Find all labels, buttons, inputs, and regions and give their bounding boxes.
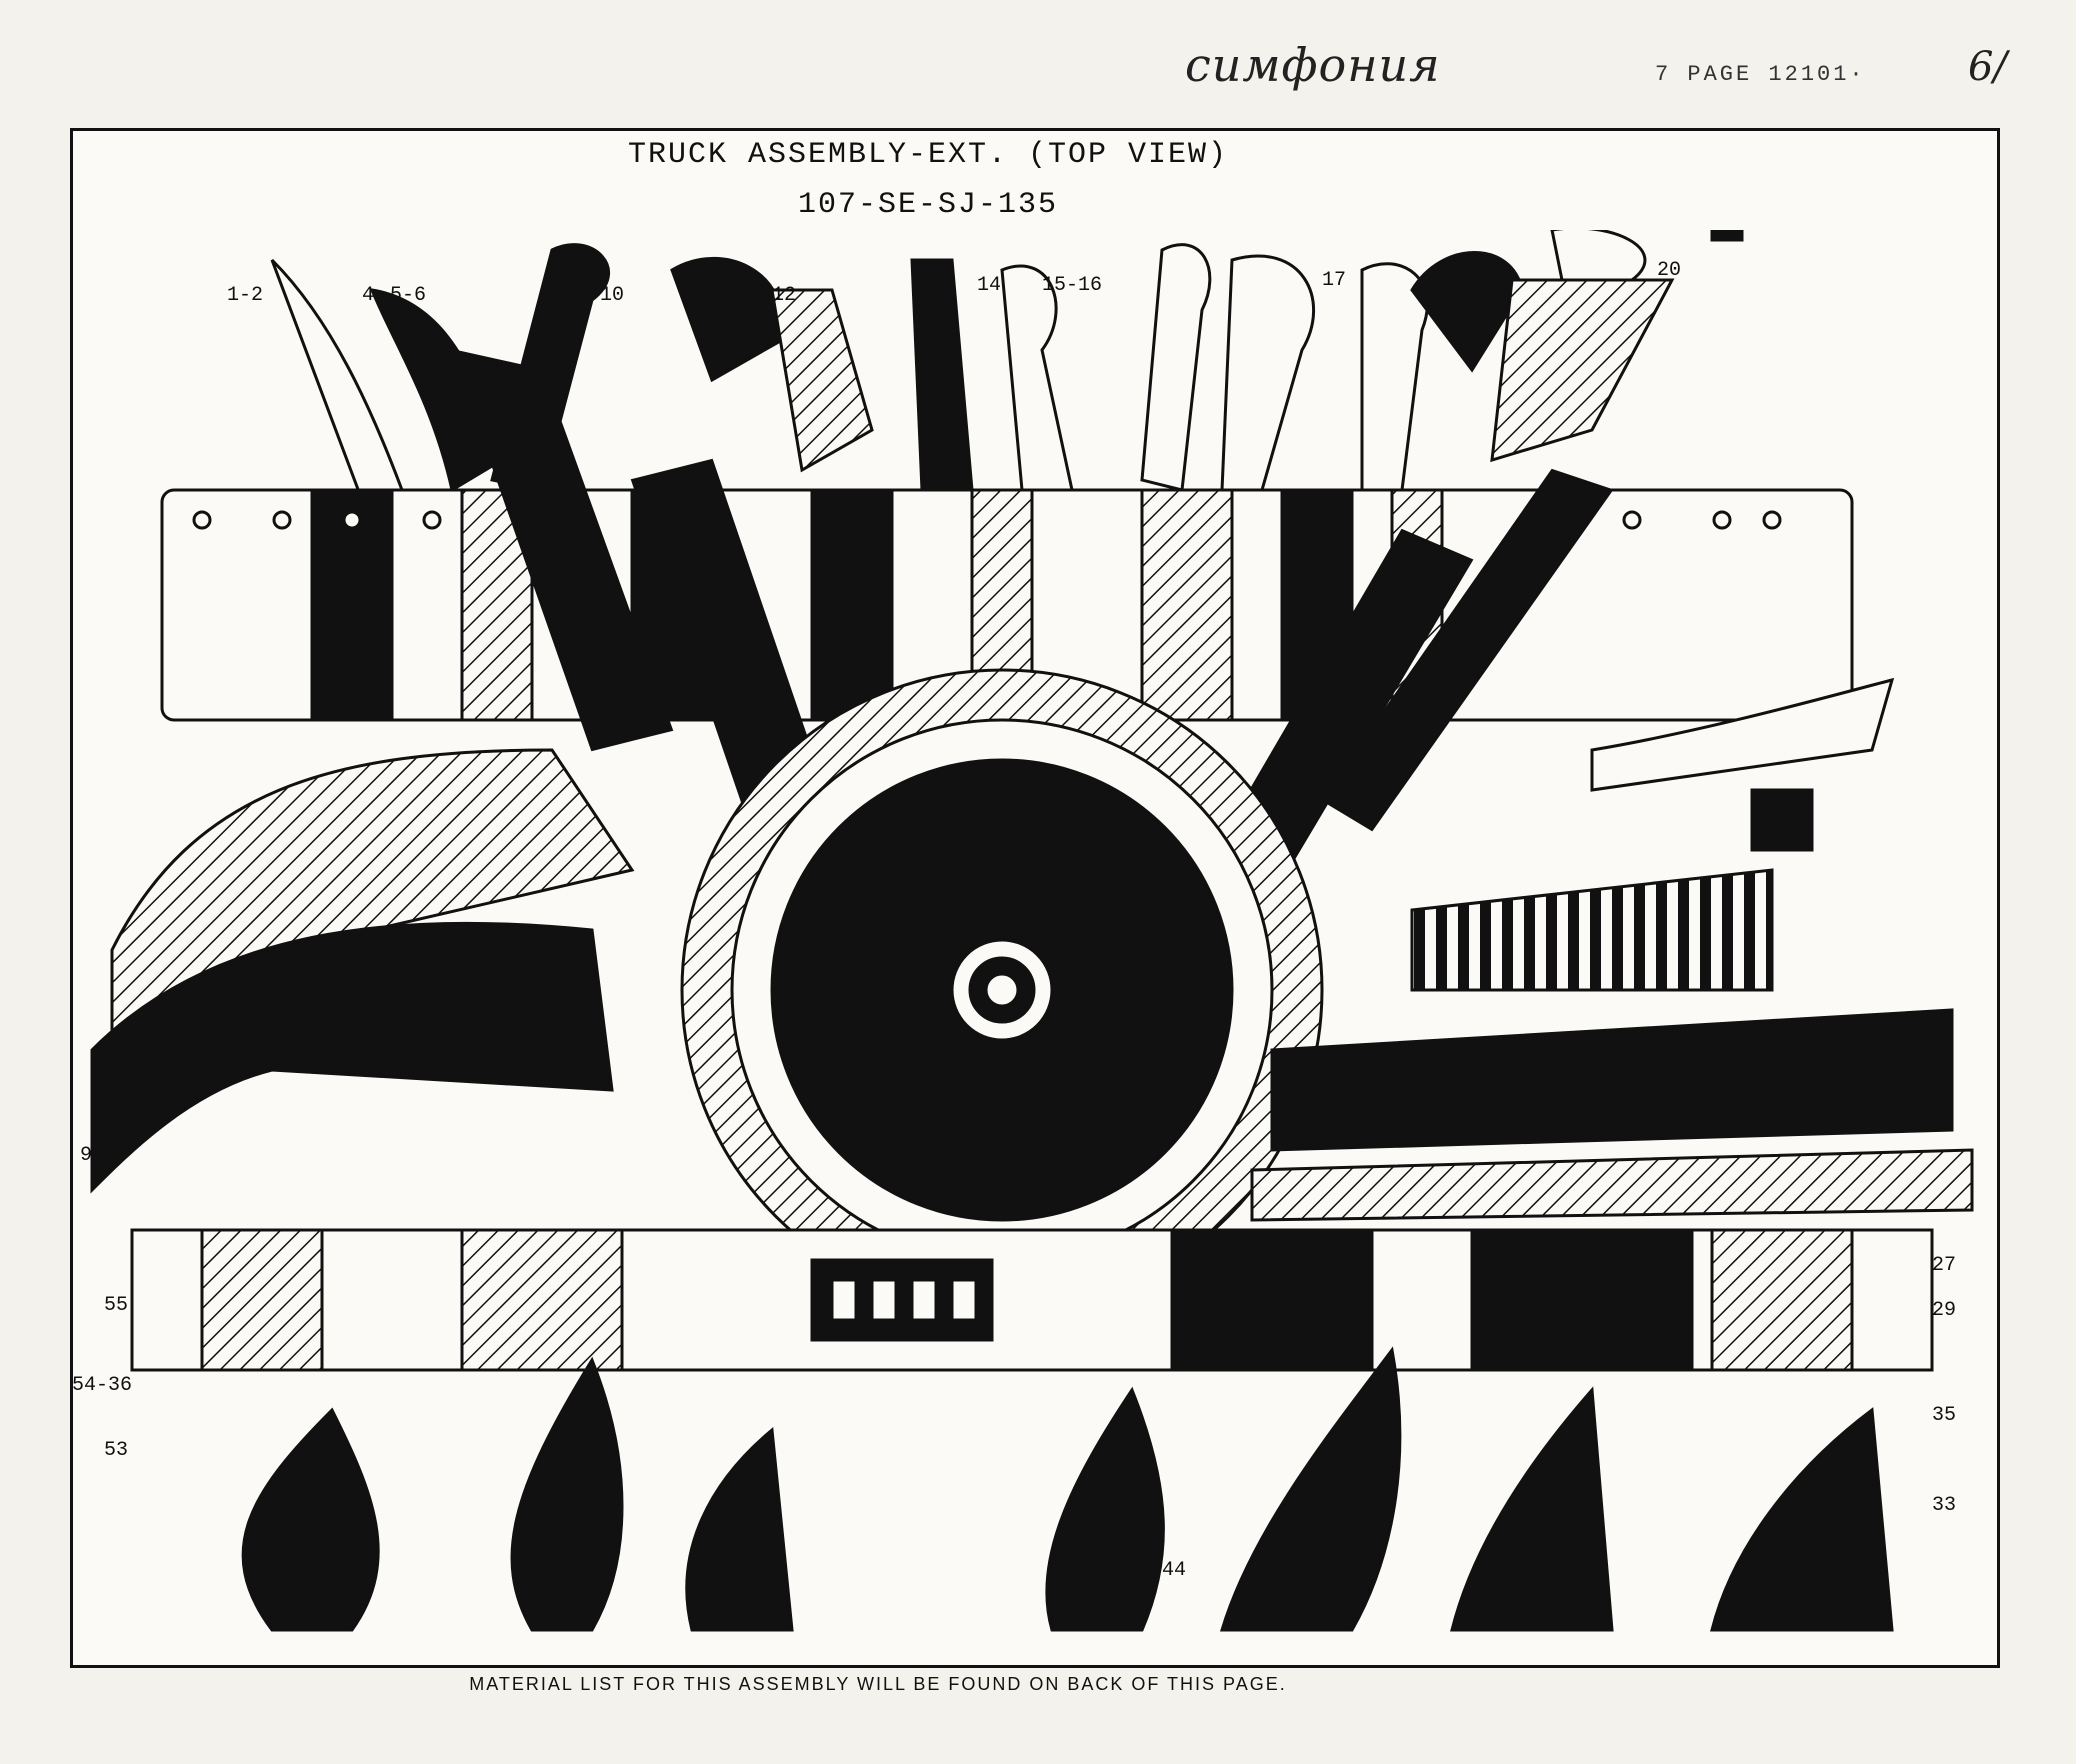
callout-right: 29: [1932, 1299, 1956, 1322]
left-figure: [90, 748, 635, 1194]
callout-left: 55: [104, 1294, 128, 1317]
footer-note: MATERIAL LIST FOR THIS ASSEMBLY WILL BE …: [469, 1674, 1287, 1694]
callout-bottom: 44: [1162, 1559, 1186, 1582]
callout-left: 9: [80, 1144, 92, 1167]
callout-top: 20: [1657, 259, 1681, 282]
callout-top: 15-16: [1042, 274, 1102, 297]
lower-band: [130, 1228, 1934, 1372]
drawing-number: 107-SE-SJ-135: [797, 188, 1059, 222]
callout-top: 1-2: [227, 284, 263, 307]
callout-bottom: 39: [1842, 1559, 1866, 1582]
callout-top: 10: [600, 284, 624, 307]
bottom-figures: [241, 1346, 1894, 1632]
callout-left: 53: [104, 1439, 128, 1462]
callout-left: 54-36: [72, 1374, 132, 1397]
sheet-mark: 6/: [1968, 44, 2007, 90]
callout-top: 4: [362, 284, 374, 307]
callout-right: 35: [1932, 1404, 1956, 1427]
callout-top: 17: [1322, 269, 1346, 292]
side-callouts: 58 9 55 54-36 53 45 44 38 39 29 27 35 33: [72, 989, 1956, 1582]
right-elements: [1250, 677, 1974, 1222]
callout-top: 5-6: [390, 284, 426, 307]
handwritten-title: симфония: [1185, 38, 1441, 92]
callout-right: 33: [1932, 1494, 1956, 1517]
callout-bottom: 45: [1100, 1559, 1124, 1582]
drawing-title: TRUCK ASSEMBLY-EXT. (TOP VIEW): [627, 138, 1229, 172]
central-wheel: [680, 668, 1324, 1312]
top-callouts: 1-2 4 5-6 10 12 14 15-16 17 20: [227, 259, 1681, 307]
callout-top: 12: [772, 284, 796, 307]
callout-right: 27: [1932, 1254, 1956, 1277]
assembly-artwork: 1-2 4 5-6 10 12 14 15-16 17 20: [72, 230, 1974, 1632]
callout-top: 14: [977, 274, 1001, 297]
top-figures: [270, 230, 1744, 502]
page-reference: 7 PAGE 12101·: [1655, 62, 1866, 87]
callout-left: 58: [232, 989, 256, 1012]
callout-bottom: 38: [1582, 1544, 1606, 1567]
